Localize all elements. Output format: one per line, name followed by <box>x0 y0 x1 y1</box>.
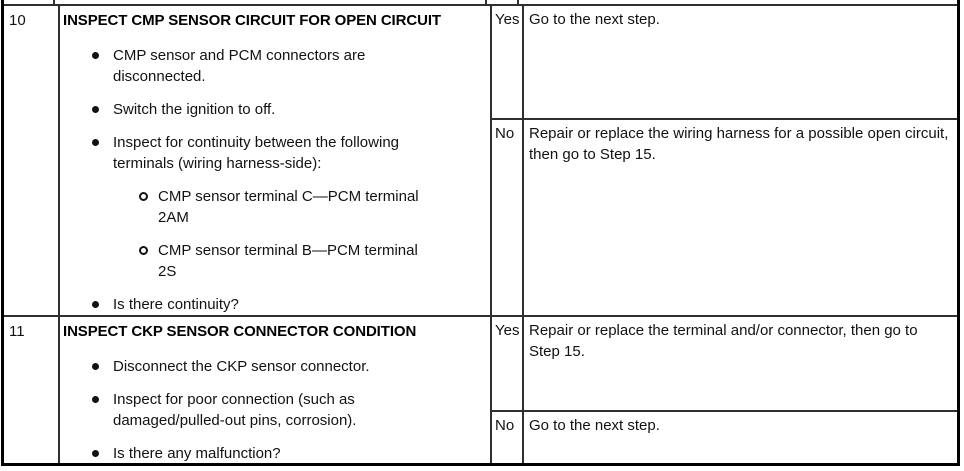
bullet-icon <box>92 139 99 146</box>
result-column: Yes Go to the next step. No Repair or re… <box>492 6 957 315</box>
bullet-icon <box>92 106 99 113</box>
yes-action-text: Repair or replace the terminal and/or co… <box>529 322 918 360</box>
inspection-title: INSPECT CMP SENSOR CIRCUIT FOR OPEN CIRC… <box>63 12 441 29</box>
sub-bullet-icon <box>139 246 148 255</box>
inspection-title: INSPECT CKP SENSOR CONNECTOR CONDITION <box>63 323 417 340</box>
no-action-cell: Repair or replace the wiring harness for… <box>524 120 957 315</box>
bullet-item: Disconnect the CKP sensor connector. <box>92 356 490 377</box>
result-column: Yes Repair or replace the terminal and/o… <box>492 317 957 463</box>
yes-label: Yes <box>492 6 524 118</box>
bullet-text: Inspect for continuity between the follo… <box>113 134 400 172</box>
bullet-icon <box>92 450 99 457</box>
no-action-text: Repair or replace the wiring harness for… <box>529 125 949 163</box>
table-row-step-10: 10 INSPECT CMP SENSOR CIRCUIT FOR OPEN C… <box>4 6 957 315</box>
bullet-item: Is there any malfunction? <box>92 443 490 463</box>
bullet-item: CMP sensor and PCM connectors are discon… <box>92 45 490 87</box>
bullet-text: Inspect for poor connection (such as dam… <box>113 391 357 429</box>
partial-inspection-cell <box>55 0 487 4</box>
bullet-text: Is there continuity? <box>113 296 239 313</box>
sub-bullet-icon <box>139 192 148 201</box>
sub-bullet-text: CMP sensor terminal B—PCM terminal 2S <box>158 242 418 280</box>
yes-result-row: Yes Go to the next step. <box>492 6 957 120</box>
partial-previous-row <box>4 0 957 6</box>
step-number: 11 <box>4 317 60 463</box>
sub-bullet-item: CMP sensor terminal B—PCM terminal 2S <box>139 240 490 282</box>
yes-result-row: Yes Repair or replace the terminal and/o… <box>492 317 957 412</box>
no-result-row: No Repair or replace the wiring harness … <box>492 120 957 315</box>
bullet-text: Is there any malfunction? <box>113 445 281 462</box>
table-row-step-11: 11 INSPECT CKP SENSOR CONNECTOR CONDITIO… <box>4 315 957 463</box>
bullet-text: Switch the ignition to off. <box>113 101 276 118</box>
bullet-text: Disconnect the CKP sensor connector. <box>113 358 370 375</box>
no-action-text: Go to the next step. <box>529 417 660 434</box>
bullet-item: Switch the ignition to off. <box>92 99 490 120</box>
no-result-row: No Go to the next step. <box>492 412 957 463</box>
step-number: 10 <box>4 6 60 315</box>
inspection-cell: INSPECT CMP SENSOR CIRCUIT FOR OPEN CIRC… <box>60 6 492 315</box>
bullet-icon <box>92 396 99 403</box>
bullet-icon <box>92 363 99 370</box>
yes-action-cell: Repair or replace the terminal and/or co… <box>524 317 957 410</box>
no-label: No <box>492 412 524 463</box>
yes-action-cell: Go to the next step. <box>524 6 957 118</box>
no-label: No <box>492 120 524 315</box>
partial-action-cell <box>519 0 957 4</box>
bullet-text: CMP sensor and PCM connectors are discon… <box>113 47 366 85</box>
bullet-item: Is there continuity? <box>92 294 490 315</box>
bullet-icon <box>92 52 99 59</box>
inspection-cell: INSPECT CKP SENSOR CONNECTOR CONDITION D… <box>60 317 492 463</box>
yes-label: Yes <box>492 317 524 410</box>
no-action-cell: Go to the next step. <box>524 412 957 463</box>
bullet-item: Inspect for poor connection (such as dam… <box>92 389 490 431</box>
sub-bullet-item: CMP sensor terminal C—PCM terminal 2AM <box>139 186 490 228</box>
bullet-icon <box>92 301 99 308</box>
bullet-item: Inspect for continuity between the follo… <box>92 132 490 174</box>
partial-yesno-cell <box>487 0 519 4</box>
partial-step-cell <box>4 0 55 4</box>
sub-bullet-text: CMP sensor terminal C—PCM terminal 2AM <box>158 188 419 226</box>
yes-action-text: Go to the next step. <box>529 11 660 28</box>
